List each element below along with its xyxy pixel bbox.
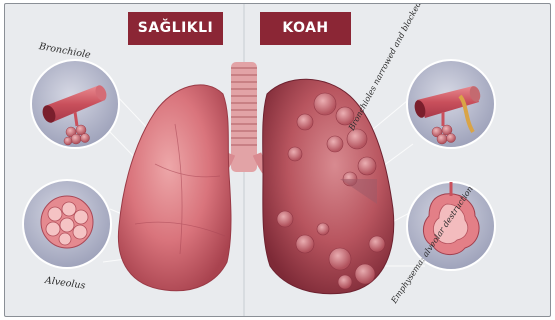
narrowed-bronchiole-inset bbox=[407, 60, 495, 148]
healthy-badge: SAĞLIKLI bbox=[128, 12, 223, 45]
alveolus-inset bbox=[23, 180, 111, 268]
bronchiole-inset bbox=[31, 60, 119, 148]
copd-badge: KOAH bbox=[260, 12, 351, 45]
diagram-panel: SAĞLIKLI KOAH Bronchiole Alveolus Bronch… bbox=[4, 3, 551, 317]
